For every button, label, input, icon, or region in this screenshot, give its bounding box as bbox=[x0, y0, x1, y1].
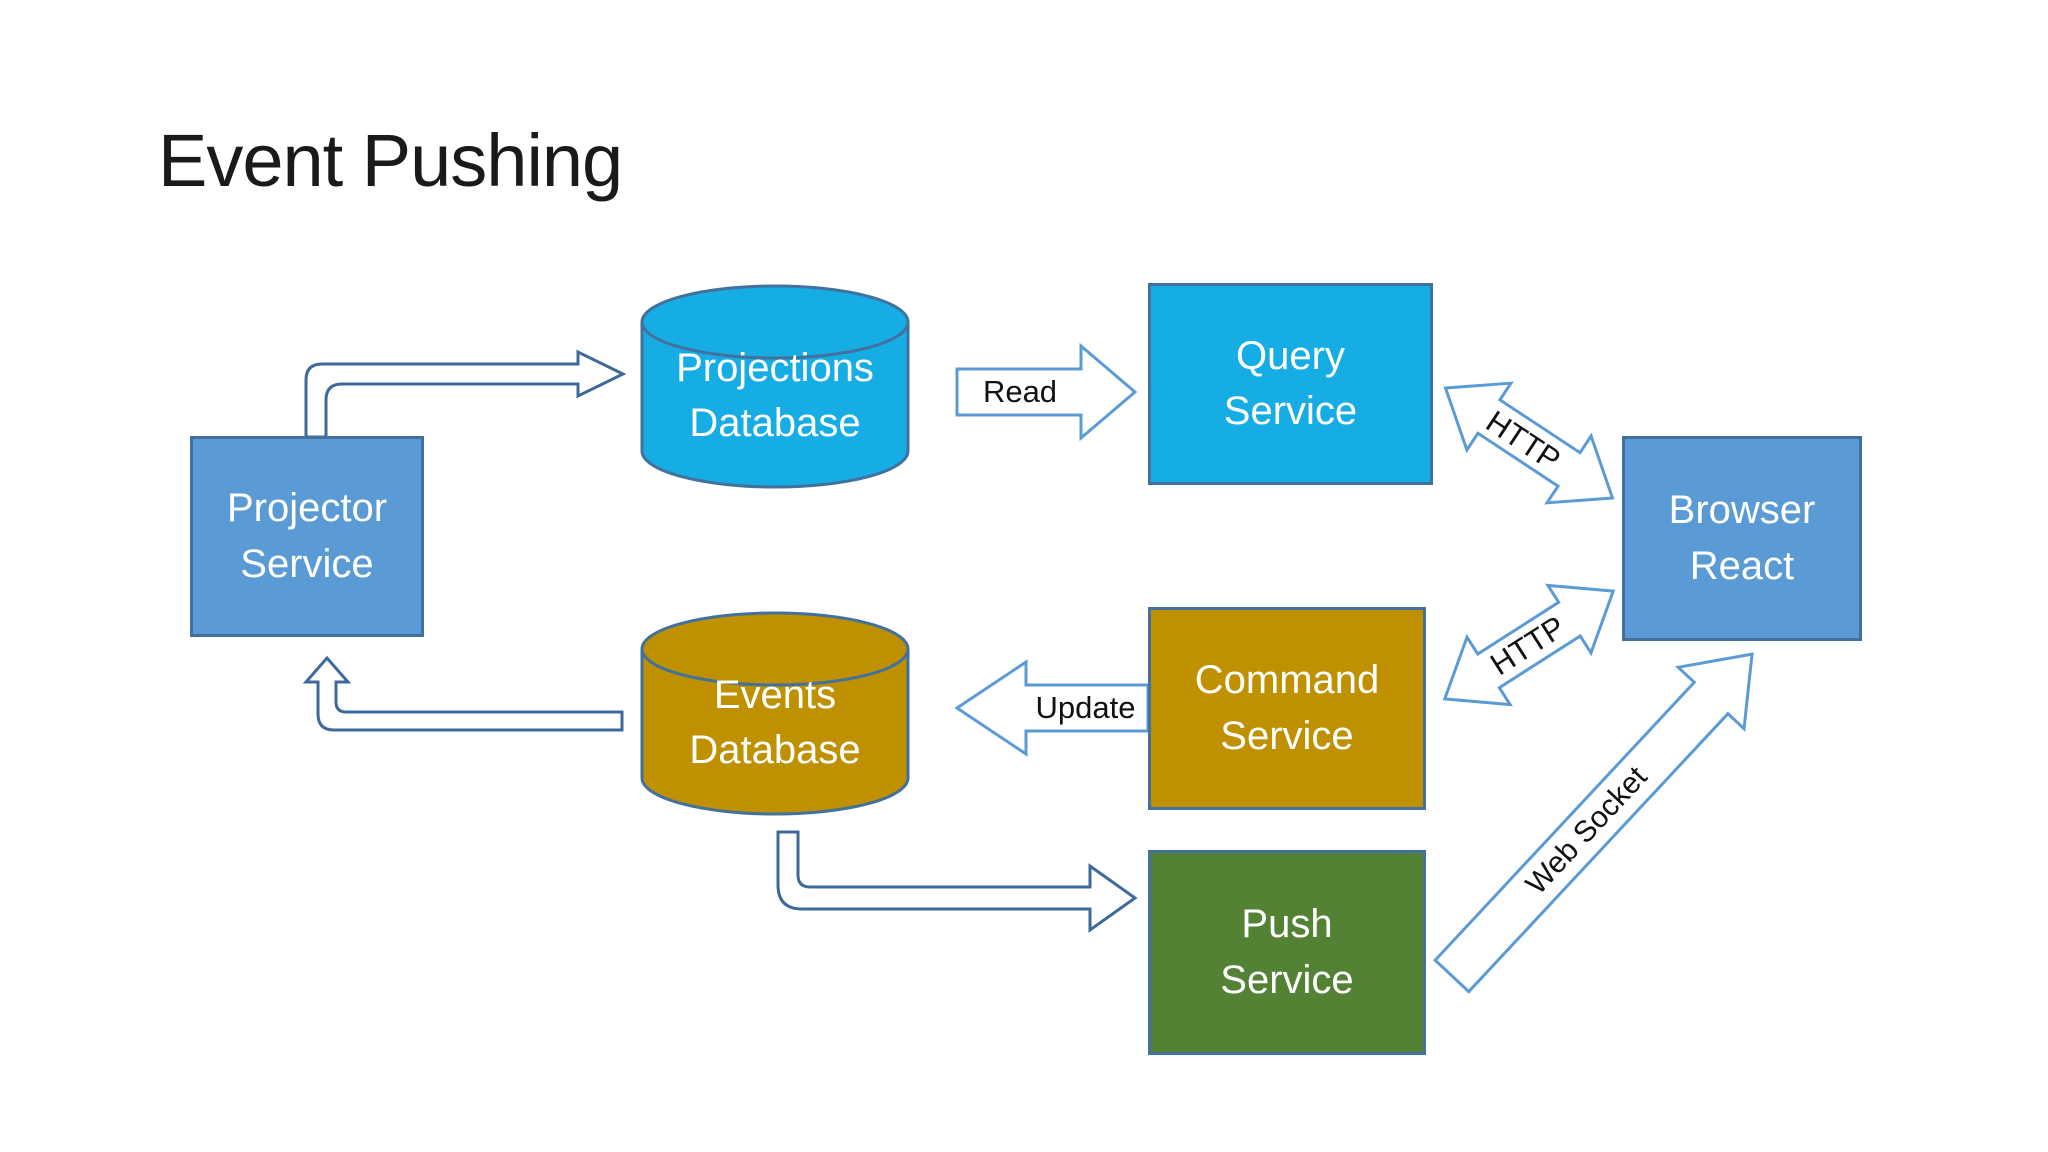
node-projector-service-line2: Service bbox=[240, 541, 374, 586]
node-push-service-label: Push Service bbox=[1220, 897, 1353, 1007]
node-browser-react-line1: Browser bbox=[1668, 488, 1816, 533]
node-browser-react-line2: React bbox=[1689, 543, 1795, 588]
node-query-service-line2: Service bbox=[1223, 389, 1358, 433]
node-command-service-line2: Service bbox=[1220, 713, 1354, 758]
node-command-service-line1: Command bbox=[1194, 658, 1380, 703]
node-projections-database-line2: Database bbox=[689, 401, 861, 446]
node-command-service-label: Command Service bbox=[1195, 653, 1380, 763]
projections-cylinder-shape bbox=[640, 284, 910, 489]
node-browser-react-label: Browser React bbox=[1669, 483, 1816, 593]
elbow-arrow-projector-to-projections bbox=[304, 349, 627, 439]
node-push-service-line2: Service bbox=[1220, 957, 1354, 1002]
node-events-database-line1: Events bbox=[713, 673, 837, 717]
update-arrow-label: Update bbox=[1035, 690, 1136, 725]
slide-title: Event Pushing bbox=[158, 119, 623, 202]
node-projector-service-label: Projector Service bbox=[227, 481, 387, 591]
node-push-service: Push Service bbox=[1148, 850, 1426, 1055]
events-cylinder-shape bbox=[640, 611, 910, 816]
node-projector-service-line1: Projector bbox=[226, 486, 388, 531]
read-arrow-label: Read bbox=[982, 373, 1058, 409]
http-command-browser-arrow bbox=[1442, 583, 1616, 707]
node-events-database: Events Database bbox=[640, 610, 910, 817]
node-command-service: Command Service bbox=[1148, 607, 1426, 810]
node-projections-database-label: Projections Database bbox=[640, 341, 910, 451]
node-query-service-label: Query Service bbox=[1224, 329, 1357, 439]
read-arrow bbox=[955, 342, 1138, 442]
elbow-arrow-events-to-push bbox=[776, 830, 1138, 933]
node-projections-database: Projections Database bbox=[640, 283, 910, 490]
update-arrow bbox=[954, 659, 1150, 757]
node-projector-service: Projector Service bbox=[190, 436, 424, 637]
web-socket-arrow bbox=[1433, 652, 1754, 994]
elbow-arrow-events-to-projector bbox=[302, 655, 624, 732]
http-query-browser-arrow bbox=[1443, 381, 1615, 505]
node-query-service-line1: Query bbox=[1236, 333, 1345, 378]
node-query-service: Query Service bbox=[1148, 283, 1433, 485]
node-events-database-line2: Database bbox=[689, 728, 861, 773]
node-browser-react: Browser React bbox=[1622, 436, 1862, 641]
node-projections-database-line1: Projections bbox=[676, 346, 874, 390]
node-push-service-line1: Push bbox=[1241, 902, 1333, 947]
node-events-database-label: Events Database bbox=[640, 668, 910, 778]
